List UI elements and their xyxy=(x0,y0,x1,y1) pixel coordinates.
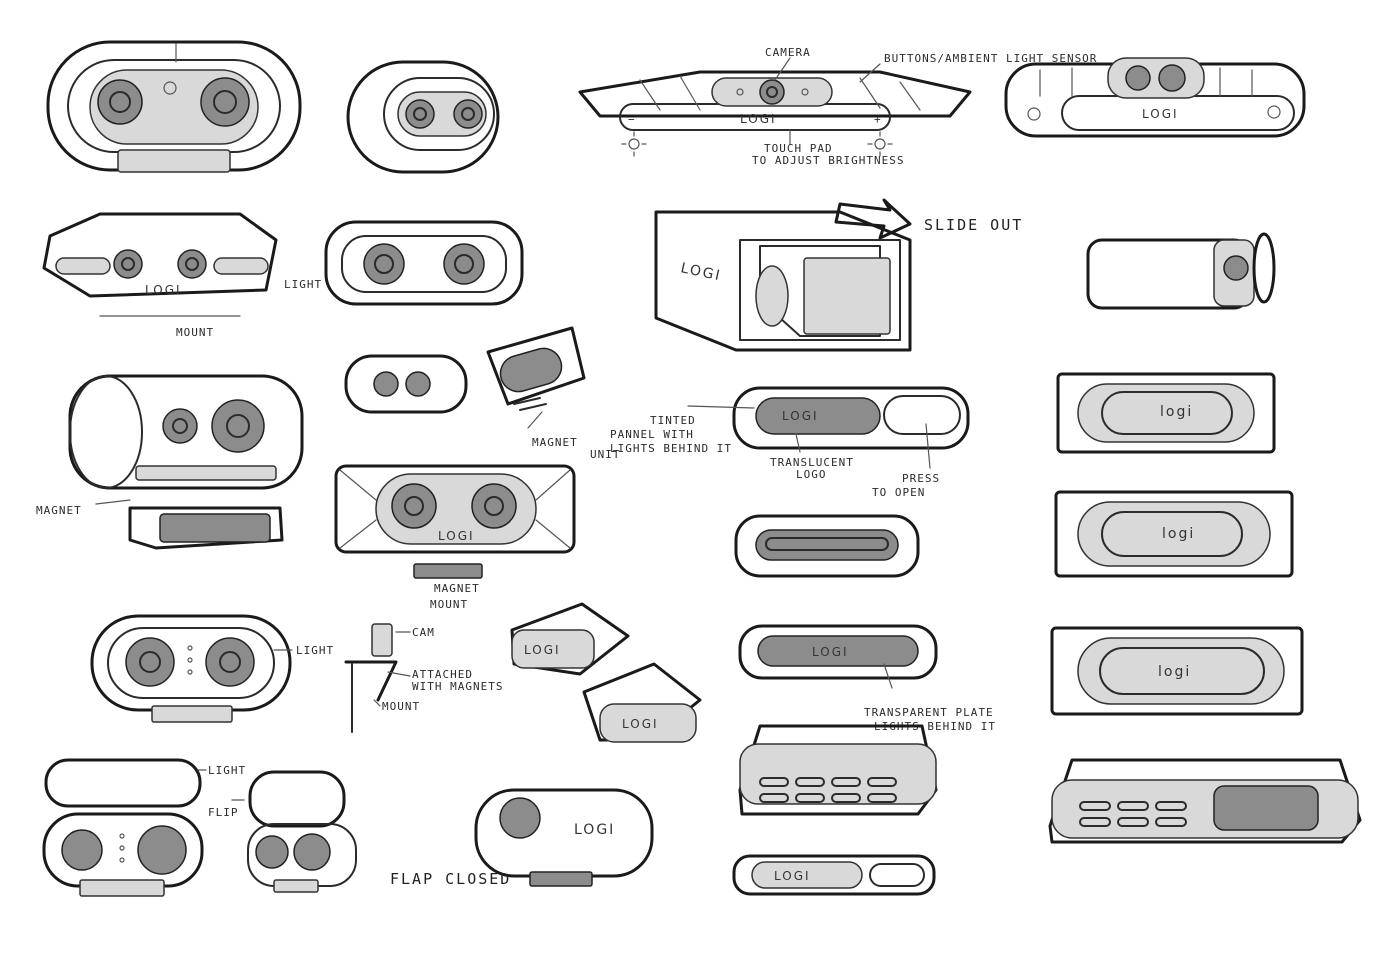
sketch-webcam-rounded-rect xyxy=(324,220,524,306)
sketch-vented-box-large xyxy=(1048,758,1362,844)
sketch-logi-capsule-small: LOGI xyxy=(732,854,936,896)
sketch-webcam-oval-front xyxy=(46,40,302,173)
logo-bar-angle: LOGI xyxy=(1142,107,1179,121)
sketch-mount-diagram: CAM ATTACHED WITH MAGNETS MOUNT xyxy=(344,623,503,733)
logo-wide-webcam: LOGI xyxy=(438,529,475,543)
label-plus: + xyxy=(874,113,882,126)
label-transparent-2: LIGHTS BEHIND IT xyxy=(874,720,996,733)
logo-pill-1: LOGI xyxy=(524,643,561,657)
sketch-slide-out-box: LOGI SLIDE OUT xyxy=(654,198,1023,352)
label-magnet-mount-2: MOUNT xyxy=(430,598,468,611)
sketch-cylinder-lens xyxy=(1086,232,1276,310)
sketch-webcam-side-lights: LOGI MOUNT LIGHT xyxy=(42,212,322,339)
label-attached: ATTACHED xyxy=(412,668,473,681)
label-tinted: TINTED xyxy=(650,414,696,427)
logo-slide-box: LOGI xyxy=(679,260,723,284)
sketch-small-capsules: MAGNET UNIT xyxy=(344,326,621,461)
label-flap-closed: FLAP CLOSED xyxy=(390,870,511,888)
sketch-light-bar-angle: LOGI xyxy=(1004,57,1306,138)
logo-bar-top: LOGI xyxy=(740,112,777,126)
label-minus: − xyxy=(628,113,636,126)
sketch-vented-box xyxy=(738,724,938,816)
label-tinted-3: LIGHTS BEHIND IT xyxy=(610,442,732,455)
label-camera: CAMERA xyxy=(765,46,811,59)
sketch-wide-webcam-mount: LOGI MAGNET MOUNT xyxy=(334,464,576,611)
logo-bar-1: logi xyxy=(1160,404,1193,420)
label-light-r6: LIGHT xyxy=(208,764,246,777)
sketch-tinted-panel: LOGI TINTED PANNEL WITH LIGHTS BEHIND IT… xyxy=(610,386,970,499)
sketch-logi-bar-3: logi xyxy=(1050,626,1304,716)
label-magnet-r3: MAGNET xyxy=(36,504,82,517)
sketch-flap-closed: LOGI FLAP CLOSED xyxy=(390,788,654,888)
label-cam: CAM xyxy=(412,626,435,639)
label-mount-r2: MOUNT xyxy=(176,326,214,339)
logo-tinted-panel: LOGI xyxy=(782,409,819,423)
logo-pill-2: LOGI xyxy=(622,717,659,731)
logo-bar-2: logi xyxy=(1162,526,1195,542)
logo-transparent: LOGI xyxy=(812,645,849,659)
sketch-webcam-oval-angle xyxy=(346,60,500,174)
label-ambient-sensor: BUTTONS/AMBIENT LIGHT SENSOR xyxy=(884,52,1097,65)
label-translucent-2: LOGO xyxy=(796,468,827,481)
logo-bar-3: logi xyxy=(1158,664,1191,680)
label-flip: FLIP xyxy=(208,806,239,819)
sketch-transparent-plate: LOGI TRANSPARENT PLATE LIGHTS BEHIND IT xyxy=(738,624,996,733)
label-press-2: TO OPEN xyxy=(872,486,925,499)
label-press: PRESS xyxy=(902,472,940,485)
logo-capsule-small: LOGI xyxy=(774,869,811,883)
label-mount-r5: MOUNT xyxy=(382,700,420,713)
sketch-slot-bar xyxy=(734,514,920,578)
label-magnet-unit: MAGNET xyxy=(532,436,578,449)
sketch-logi-bar-1: logi xyxy=(1056,372,1276,454)
label-light-r2: LIGHT xyxy=(284,278,322,291)
sketch-logi-bar-2: logi xyxy=(1054,490,1294,578)
sketch-flip-stack: LIGHT FLIP xyxy=(42,758,357,897)
label-transparent: TRANSPARENT PLATE xyxy=(864,706,994,719)
sketch-capsule-magnet: MAGNET xyxy=(36,374,304,550)
logo-side-lights: LOGI xyxy=(145,283,182,297)
label-touch-pad: TOUCH PAD xyxy=(764,142,833,155)
sketch-webcam-dual-light: LIGHT xyxy=(90,614,334,723)
logo-flap: LOGI xyxy=(574,822,615,838)
label-magnet-mount: MAGNET xyxy=(434,582,480,595)
label-tinted-2: PANNEL WITH xyxy=(610,428,694,441)
label-translucent: TRANSLUCENT xyxy=(770,456,854,469)
label-light-r5: LIGHT xyxy=(296,644,334,657)
sketch-logi-pills: LOGI LOGI xyxy=(510,602,702,743)
label-attached-2: WITH MAGNETS xyxy=(412,680,503,693)
label-slide-out: SLIDE OUT xyxy=(924,216,1023,234)
label-touch-pad-2: TO ADJUST BRIGHTNESS xyxy=(752,154,904,167)
label-magnet-unit-2: UNIT xyxy=(590,448,621,461)
sketch-light-bar-top: LOGI − + CAMERA BUTTONS/AMBIENT LIGHT SE… xyxy=(578,46,1097,167)
